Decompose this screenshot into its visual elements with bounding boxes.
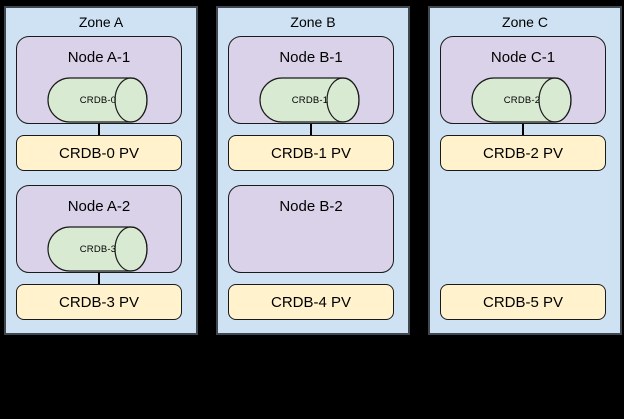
pod-label: CRDB-3 [79,243,117,255]
pv-box: CRDB-2 PV [440,135,606,171]
pod-pv-connector [98,271,100,284]
pv-label: CRDB-3 PV [58,293,140,311]
pod-cylinder: CRDB-0 [47,77,149,123]
pv-label: CRDB-0 PV [58,144,140,162]
pv-label: CRDB-1 PV [270,144,352,162]
pod-cylinder: CRDB-1 [259,77,361,123]
pv-label: CRDB-4 PV [270,293,352,311]
pv-box: CRDB-5 PV [440,284,606,320]
pod-label: CRDB-1 [291,94,329,106]
pod-pv-connector [310,122,312,135]
cylinder-icon [47,77,148,123]
zone-label: Zone B [290,14,336,30]
pod-cylinder: CRDB-2 [471,77,573,123]
zone-label: Zone C [502,14,548,30]
pod-label: CRDB-2 [503,94,541,106]
pv-label: CRDB-2 PV [482,144,564,162]
node-label: Node A-1 [67,49,131,66]
zone-label: Zone A [78,14,124,30]
pv-box: CRDB-3 PV [16,284,182,320]
pv-label: CRDB-5 PV [482,293,564,311]
pod-cylinder: CRDB-3 [47,226,149,272]
node-label: Node B-1 [279,49,343,66]
cylinder-icon [259,77,360,123]
node-label: Node C-1 [490,49,556,66]
node-box: Node B-2 [228,185,394,273]
node-label: Node B-2 [279,198,343,215]
pv-box: CRDB-0 PV [16,135,182,171]
pod-pv-connector [98,122,100,135]
node-label: Node A-2 [67,198,131,215]
cylinder-icon [471,77,572,123]
pv-box: CRDB-4 PV [228,284,394,320]
cylinder-icon [47,226,148,272]
pod-pv-connector [522,122,524,135]
pv-box: CRDB-1 PV [228,135,394,171]
pod-label: CRDB-0 [79,94,117,106]
